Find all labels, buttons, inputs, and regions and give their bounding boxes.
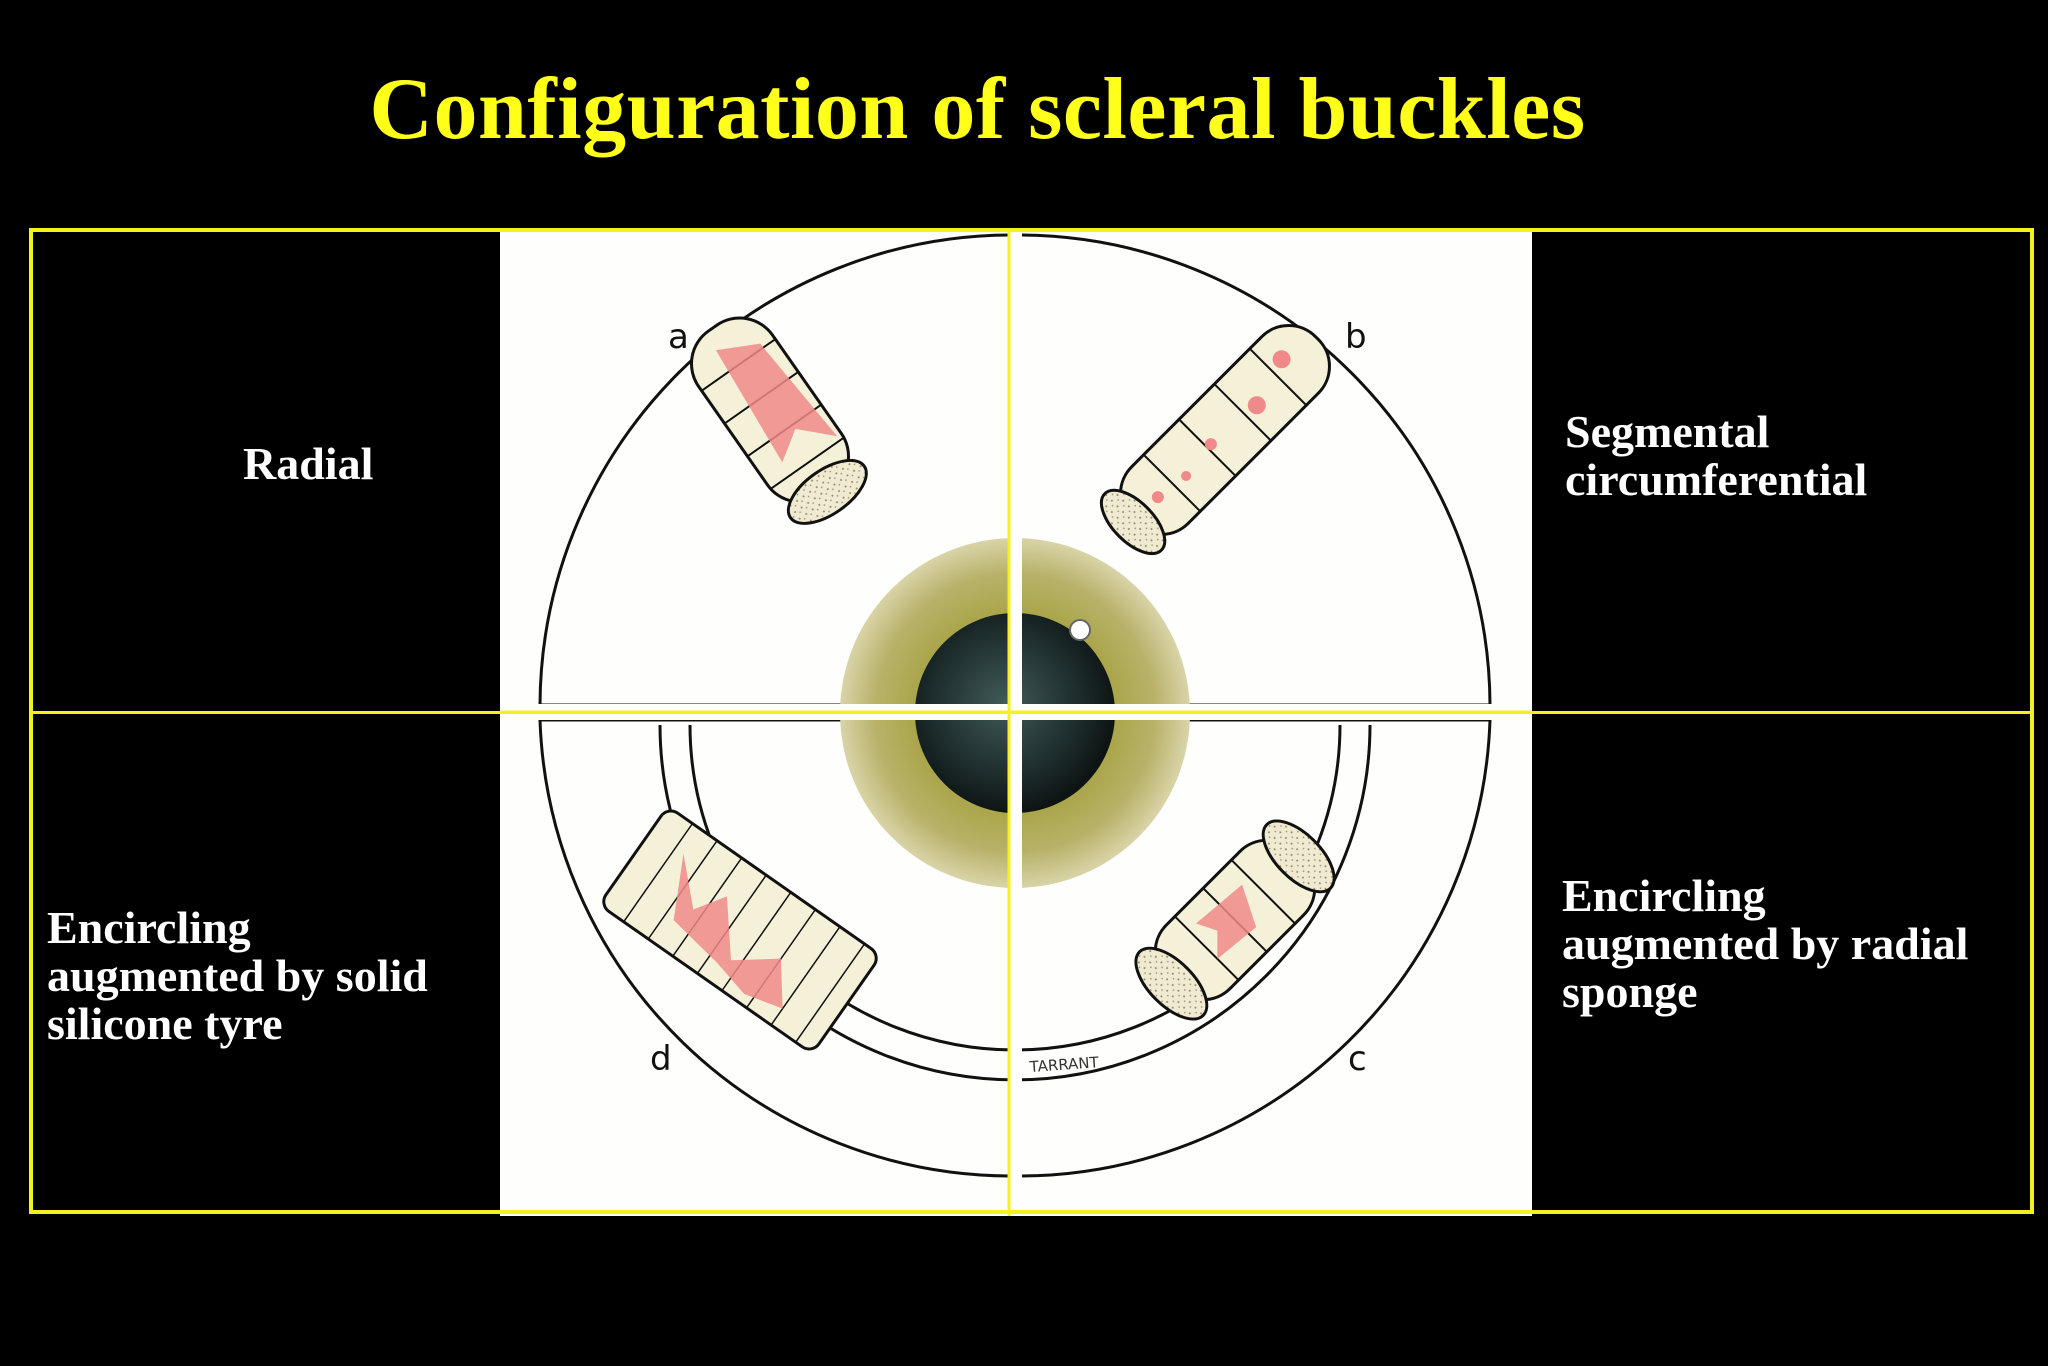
label-tyre-line-1: Encircling xyxy=(47,902,251,953)
quadrant-letter-b: b xyxy=(1345,317,1367,357)
quadrant-letter-c: c xyxy=(1348,1039,1367,1079)
quadrant-letter-a: a xyxy=(668,317,689,357)
artist-signature: TARRANT xyxy=(1028,1053,1100,1076)
label-grid-border xyxy=(29,228,2034,1214)
label-tyre-line-3: silicone tyre xyxy=(47,998,283,1049)
label-radial-line-1: Radial xyxy=(243,438,374,489)
label-sponge-line-1: Encircling xyxy=(1562,870,1766,921)
label-segmental-line-1: Segmental xyxy=(1565,406,1770,457)
label-encircling-tyre: Encircling augmented by solid silicone t… xyxy=(47,904,428,1048)
radial-buckle xyxy=(689,316,868,525)
quadrant-letter-d: d xyxy=(650,1039,672,1079)
label-segmental-circumferential: Segmental circumferential xyxy=(1565,408,1867,504)
label-segmental-line-2: circumferential xyxy=(1565,454,1868,505)
scleral-buckle-illustration: a b d c TARRANT xyxy=(500,230,1532,1216)
label-tyre-line-2: augmented by solid xyxy=(47,950,428,1001)
slide-title: Configuration of scleral buckles xyxy=(369,61,1586,158)
label-sponge-line-3: sponge xyxy=(1562,966,1698,1017)
label-encircling-sponge: Encircling augmented by radial sponge xyxy=(1562,872,1968,1016)
segmental-buckle xyxy=(1099,324,1331,556)
radial-sponge xyxy=(1134,819,1336,1021)
label-sponge-line-2: augmented by radial xyxy=(1562,918,1969,969)
silicone-tyre xyxy=(602,809,878,1051)
label-grid-divider xyxy=(29,711,2034,714)
label-radial: Radial xyxy=(243,440,373,488)
